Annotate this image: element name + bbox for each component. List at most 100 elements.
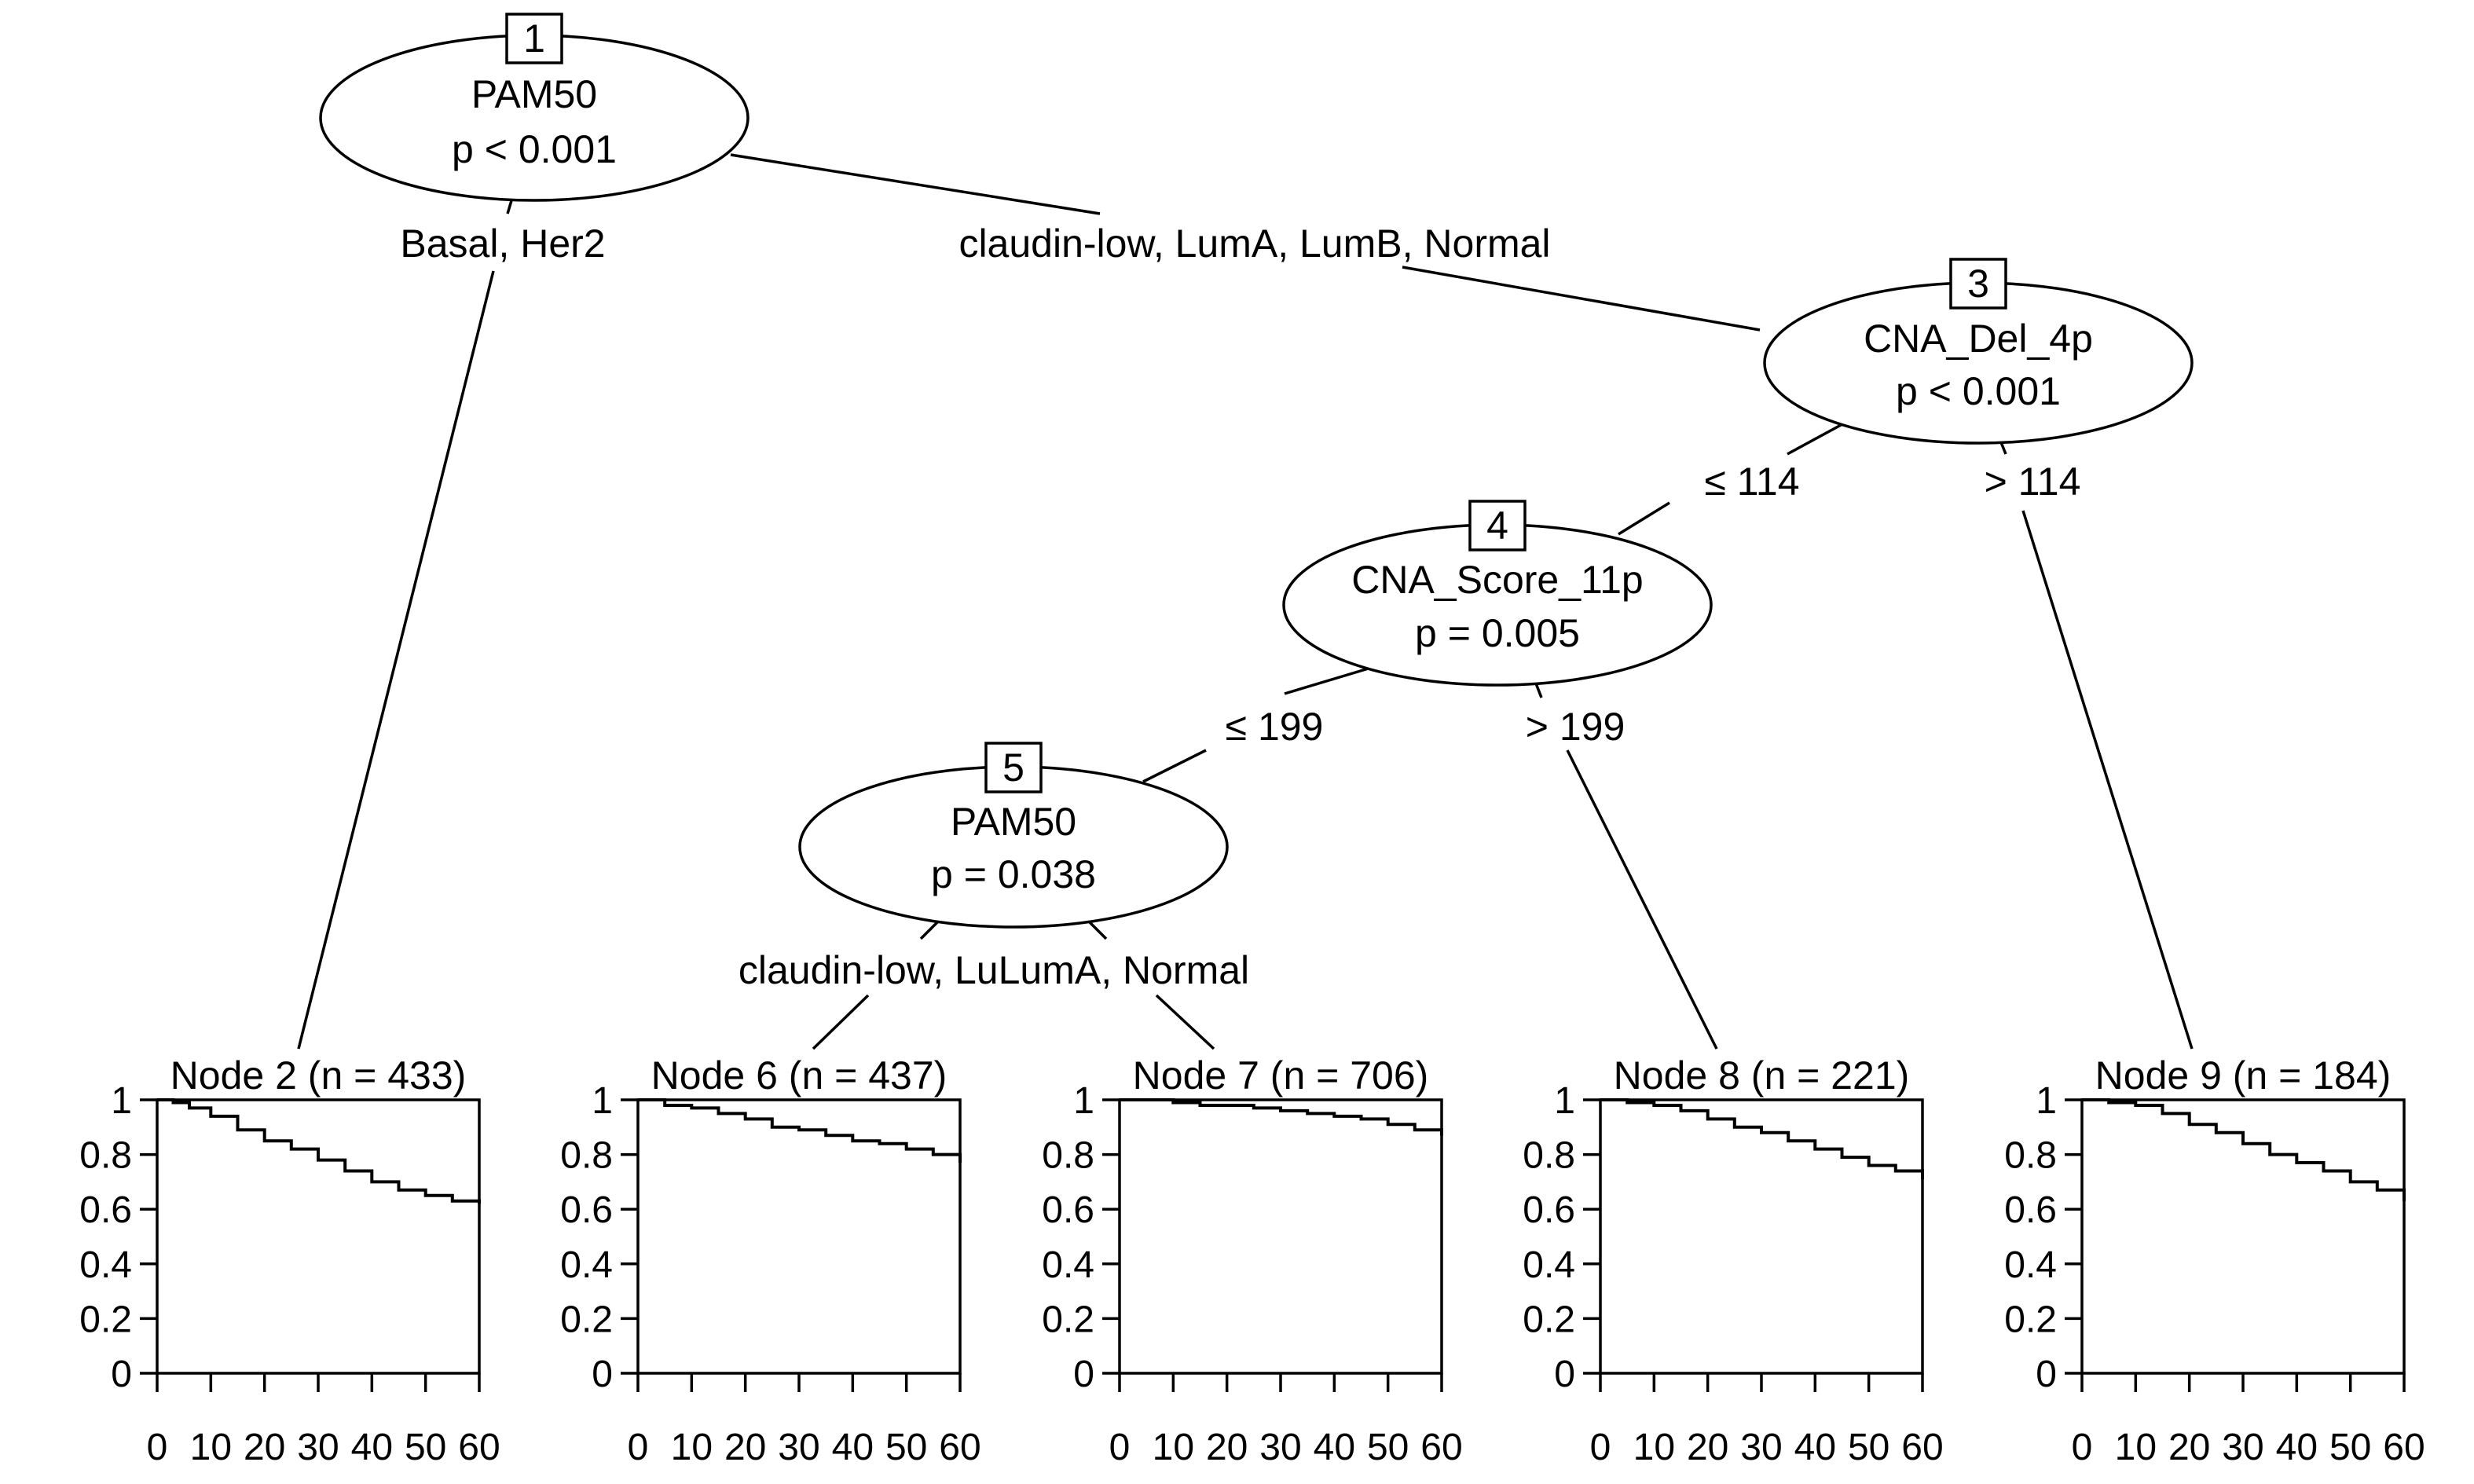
y-tick-label: 0.6 <box>1042 1189 1094 1231</box>
inner-node-1: 1 PAM50 p < 0.001 <box>319 13 750 202</box>
panel-title: Node 8 (n = 221) <box>1614 1053 1910 1097</box>
x-tick-label: 30 <box>1259 1427 1301 1468</box>
edge-5-7-lower <box>1155 994 1215 1050</box>
x-tick-label: 60 <box>939 1427 980 1468</box>
plot-frame <box>1599 1098 1924 1375</box>
edge-3-4-upper <box>1787 423 1843 456</box>
x-tick-label: 20 <box>244 1427 285 1468</box>
node-id: 5 <box>1002 746 1024 790</box>
y-tick-label: 0 <box>592 1354 613 1395</box>
y-tick-label: 0.2 <box>560 1299 613 1340</box>
x-tick-label: 30 <box>1740 1427 1782 1468</box>
x-tick-label: 50 <box>2329 1427 2371 1468</box>
survival-curve <box>1600 1098 1924 1179</box>
edge-4-5-lower <box>1142 749 1207 783</box>
node-pvalue: p = 0.038 <box>931 852 1096 896</box>
edge-5-7-upper <box>1087 919 1108 940</box>
edge-label-4-5: ≤ 199 <box>1226 705 1324 749</box>
x-tick-label: 0 <box>628 1427 649 1468</box>
y-tick-label: 0.4 <box>2004 1244 2057 1286</box>
x-tick-label: 0 <box>1109 1427 1131 1468</box>
plot-frame <box>636 1098 962 1375</box>
y-tick-label: 0.4 <box>79 1244 132 1286</box>
x-tick-label: 50 <box>1848 1427 1889 1468</box>
x-tick-label: 50 <box>405 1427 446 1468</box>
survival-curve <box>157 1098 481 1204</box>
survival-curve <box>638 1098 962 1163</box>
x-tick-label: 10 <box>190 1427 232 1468</box>
edge-label-5-6: claudin-low, LuLumA, Normal <box>739 948 1249 992</box>
inner-node-5: 5 PAM50 p = 0.038 <box>798 742 1229 929</box>
x-tick-label: 10 <box>671 1427 713 1468</box>
edge-label-3-4: ≤ 114 <box>1704 460 1799 504</box>
y-tick-label: 0 <box>111 1354 132 1395</box>
x-tick-label: 50 <box>885 1427 927 1468</box>
tree-edges <box>297 153 2194 1050</box>
x-tick-label: 40 <box>1314 1427 1355 1468</box>
y-tick-label: 0 <box>2036 1354 2057 1395</box>
y-tick-label: 0.8 <box>2004 1135 2057 1177</box>
edge-label-1-2: Basal, Her2 <box>400 222 605 266</box>
y-tick-label: 0.2 <box>2004 1299 2057 1340</box>
x-tick-label: 10 <box>1633 1427 1675 1468</box>
x-tick-label: 40 <box>1794 1427 1836 1468</box>
edge-4-5-upper <box>1284 666 1372 695</box>
edge-4-8-lower <box>1566 749 1718 1050</box>
inner-node-3: 3 CNA_Del_4p p < 0.001 <box>1763 258 2194 445</box>
node-pvalue: p < 0.001 <box>452 127 617 171</box>
y-tick-label: 1 <box>1073 1080 1094 1122</box>
y-tick-label: 1 <box>2036 1080 2057 1122</box>
y-tick-label: 0 <box>1073 1354 1094 1395</box>
edge-label-3-9: > 114 <box>1985 460 2081 504</box>
y-tick-label: 0.2 <box>1042 1299 1094 1340</box>
node-id: 3 <box>1967 262 1989 306</box>
x-tick-label: 0 <box>1590 1427 1611 1468</box>
y-tick-label: 1 <box>592 1080 613 1122</box>
edge-1-3-upper <box>730 153 1101 215</box>
panel-title: Node 9 (n = 184) <box>2095 1053 2392 1097</box>
x-tick-label: 40 <box>832 1427 874 1468</box>
edge-label-1-3: claudin-low, LumA, LumB, Normal <box>958 222 1550 266</box>
y-tick-label: 0.4 <box>560 1244 613 1286</box>
x-tick-label: 40 <box>2276 1427 2318 1468</box>
x-tick-label: 30 <box>778 1427 819 1468</box>
y-tick-label: 0.4 <box>1042 1244 1094 1286</box>
survival-curve <box>2082 1098 2406 1201</box>
panel-title: Node 7 (n = 706) <box>1133 1053 1429 1097</box>
node-variable: CNA_Score_11p <box>1351 558 1644 602</box>
x-tick-label: 0 <box>147 1427 168 1468</box>
y-tick-label: 0.8 <box>560 1135 613 1177</box>
y-tick-label: 0.6 <box>560 1189 613 1231</box>
node-variable: PAM50 <box>471 72 597 116</box>
edge-3-4-lower <box>1618 501 1670 536</box>
inner-node-4: 4 CNA_Score_11p p = 0.005 <box>1282 500 1713 687</box>
x-tick-label: 50 <box>1367 1427 1409 1468</box>
x-tick-label: 10 <box>1153 1427 1194 1468</box>
node-pvalue: p < 0.001 <box>1896 369 2061 413</box>
y-tick-label: 0.6 <box>79 1189 132 1231</box>
edge-3-9-lower <box>2021 510 2194 1050</box>
y-tick-label: 0.6 <box>2004 1189 2057 1231</box>
edge-5-6-lower <box>812 994 870 1050</box>
y-tick-label: 0.2 <box>79 1299 132 1340</box>
x-tick-label: 40 <box>351 1427 393 1468</box>
edge-1-2-lower <box>297 270 495 1050</box>
edge-1-3-lower <box>1402 266 1761 332</box>
panel-title: Node 2 (n = 433) <box>170 1053 467 1097</box>
x-tick-label: 60 <box>1420 1427 1462 1468</box>
node-variable: CNA_Del_4p <box>1864 317 2093 361</box>
node-id: 1 <box>523 16 545 60</box>
y-tick-label: 0 <box>1554 1354 1575 1395</box>
x-tick-label: 20 <box>724 1427 766 1468</box>
node-id-box <box>505 13 563 64</box>
node-id: 4 <box>1486 504 1508 548</box>
node-pvalue: p = 0.005 <box>1415 611 1580 655</box>
y-tick-label: 0.8 <box>79 1135 132 1177</box>
x-tick-label: 20 <box>1206 1427 1248 1468</box>
